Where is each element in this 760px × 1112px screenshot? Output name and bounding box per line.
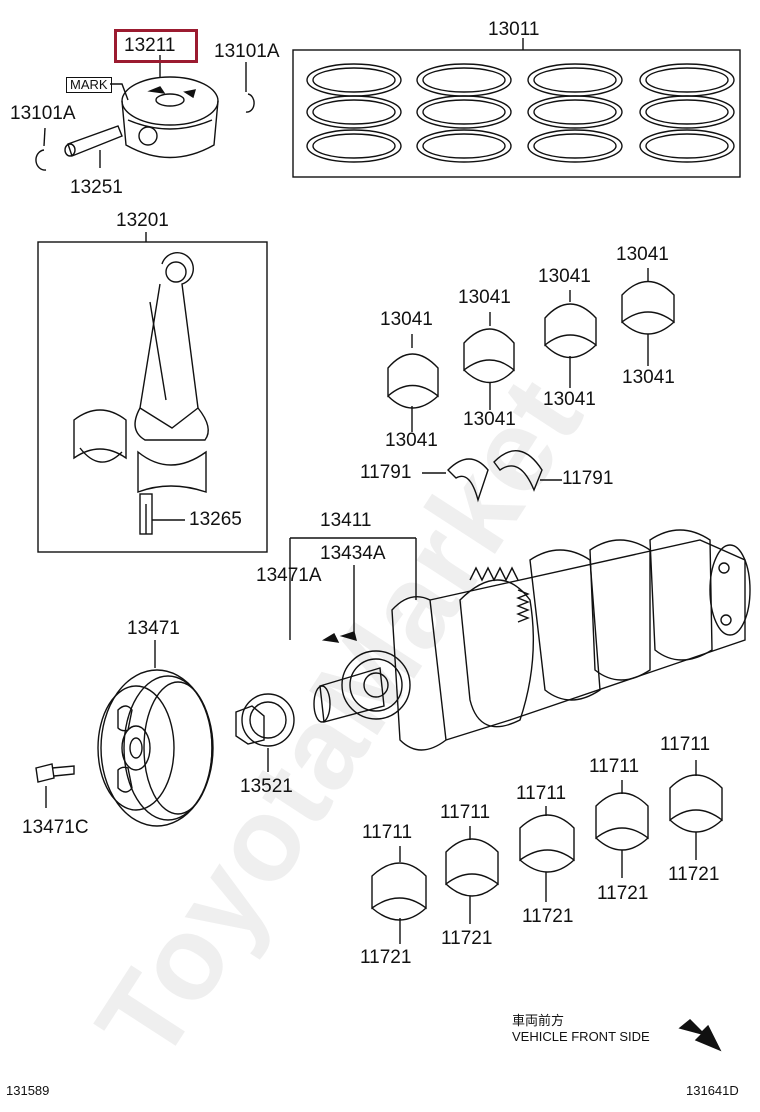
ring-stack-1 <box>306 63 402 163</box>
part-label-13041-e[interactable]: 13041 <box>622 367 675 388</box>
part-label-13201[interactable]: 13201 <box>116 210 169 231</box>
snap-ring-right[interactable] <box>245 62 255 113</box>
part-label-13041-g[interactable]: 13041 <box>463 409 516 430</box>
crankshaft-pulley[interactable] <box>97 640 214 827</box>
crankshaft[interactable] <box>313 529 751 751</box>
part-label-11711-b[interactable]: 11711 <box>440 802 491 823</box>
thrust-washers[interactable] <box>422 450 562 503</box>
part-label-13411[interactable]: 13411 <box>320 510 372 531</box>
part-label-11711-c[interactable]: 11711 <box>516 783 567 804</box>
part-label-13211[interactable]: 13211 <box>124 35 176 56</box>
part-label-11711-e[interactable]: 11711 <box>660 734 711 755</box>
connecting-rod-assembly[interactable] <box>37 232 268 553</box>
pulley-bolt[interactable] <box>35 763 75 808</box>
part-label-11721-e[interactable]: 11721 <box>668 864 720 885</box>
oil-pump-drive-gear[interactable] <box>235 693 295 772</box>
conrod-bearing[interactable] <box>73 409 127 463</box>
diagram-code-right: 131641D <box>686 1083 739 1098</box>
part-label-13041-c[interactable]: 13041 <box>538 266 591 287</box>
part-label-13265[interactable]: 13265 <box>189 509 242 530</box>
part-label-11711-d[interactable]: 11711 <box>589 756 640 777</box>
diagram-code-left: 131589 <box>6 1083 50 1098</box>
part-label-11791-left[interactable]: 11791 <box>360 462 412 483</box>
highlight-box-13211 <box>114 29 198 63</box>
ring-stack-4 <box>639 63 735 163</box>
part-label-13101a-left[interactable]: 13101A <box>10 103 76 124</box>
part-label-13041-h[interactable]: 13041 <box>385 430 438 451</box>
piston[interactable] <box>110 55 219 159</box>
part-label-11721-c[interactable]: 11721 <box>522 906 574 927</box>
main-bearing-group[interactable] <box>371 760 723 944</box>
part-label-11721-a[interactable]: 11721 <box>360 947 412 968</box>
part-label-13471c[interactable]: 13471C <box>22 817 89 838</box>
part-label-13471a[interactable]: 13471A <box>256 565 322 586</box>
part-label-13041-b[interactable]: 13041 <box>458 287 511 308</box>
part-label-11791-right[interactable]: 11791 <box>562 468 614 489</box>
vehicle-front-japanese: 車両前方 <box>512 1013 565 1028</box>
part-label-11721-b[interactable]: 11721 <box>441 928 493 949</box>
piston-ring-set[interactable] <box>292 38 741 178</box>
part-label-13521[interactable]: 13521 <box>240 776 293 797</box>
part-label-13101a-right[interactable]: 13101A <box>214 41 280 62</box>
mark-label: MARK <box>66 77 112 93</box>
snap-ring-left[interactable] <box>35 127 47 171</box>
ring-stack-3 <box>527 63 623 163</box>
part-label-11721-d[interactable]: 11721 <box>597 883 649 904</box>
vehicle-front-label: VEHICLE FRONT SIDE <box>512 1029 650 1044</box>
part-label-13011[interactable]: 13011 <box>488 19 540 40</box>
piston-pin[interactable] <box>64 125 123 168</box>
part-label-13434a[interactable]: 13434A <box>320 543 386 564</box>
part-label-13251[interactable]: 13251 <box>70 177 123 198</box>
crank-bearing-group[interactable] <box>387 268 675 432</box>
part-label-13041-a[interactable]: 13041 <box>380 309 433 330</box>
part-label-13041-d[interactable]: 13041 <box>616 244 669 265</box>
part-label-13471[interactable]: 13471 <box>127 618 180 639</box>
vehicle-front-arrow-icon <box>678 1019 722 1052</box>
part-label-13041-f[interactable]: 13041 <box>543 389 596 410</box>
crank-timing-sprocket[interactable] <box>289 537 417 720</box>
part-label-11711-a[interactable]: 11711 <box>362 822 413 843</box>
ring-stack-2 <box>416 63 512 163</box>
